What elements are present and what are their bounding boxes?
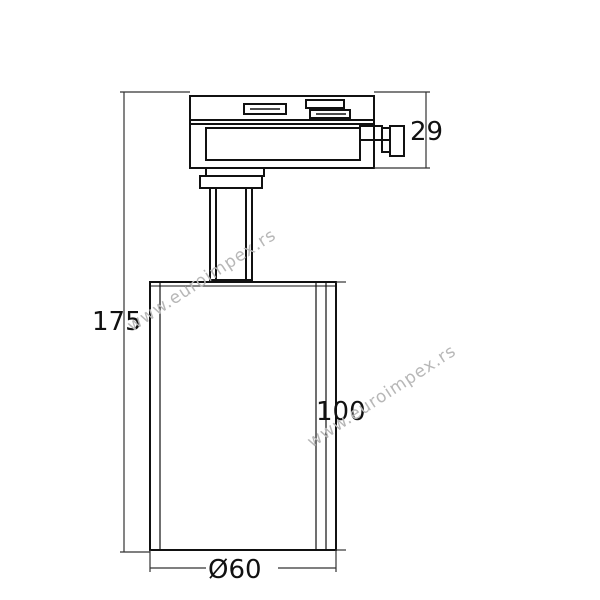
watermark-upper: www.euroimpex.rs (124, 225, 280, 336)
dimension-total-height (120, 91, 190, 553)
neck-joint (199, 167, 265, 281)
dimension-diameter (149, 550, 337, 572)
dimension-label-adapter-height: 29 (410, 117, 443, 147)
dimension-body-height (336, 281, 346, 551)
dimension-label-total-height: 175 (92, 307, 142, 337)
dimension-adapter-height (374, 91, 430, 169)
lamp-body (149, 281, 337, 551)
track-adapter (189, 95, 405, 169)
dimension-label-diameter: Ø60 (208, 555, 262, 585)
dimension-label-body-height: 100 (316, 397, 366, 427)
